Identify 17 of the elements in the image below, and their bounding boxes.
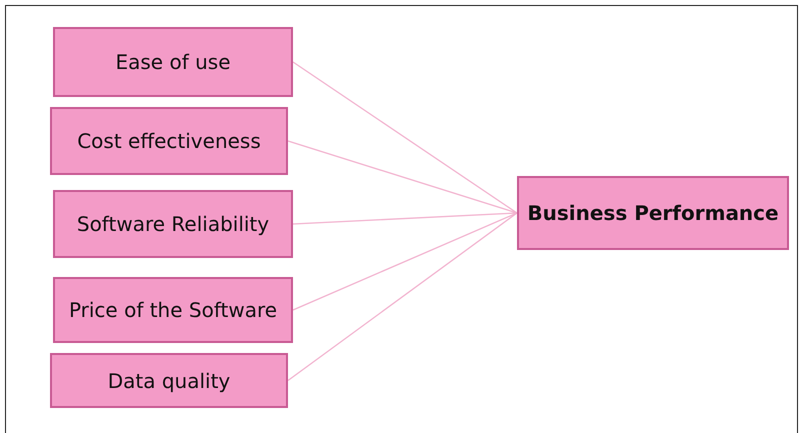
box-label: Ease of use	[115, 49, 230, 75]
connector-line	[292, 212, 518, 225]
process-box	[53, 190, 293, 258]
process-box	[50, 353, 288, 408]
connector-line	[288, 140, 518, 214]
process-box	[53, 27, 293, 97]
process-box	[50, 107, 288, 175]
process-box	[53, 277, 293, 343]
box-label: Price of the Software	[68, 297, 278, 323]
connector-line	[292, 61, 518, 214]
box-label: Business Performance	[527, 200, 779, 226]
connector-line	[288, 212, 518, 382]
box-label: Data quality	[108, 368, 230, 394]
box-label: Software Reliability	[76, 211, 270, 237]
connector-line	[292, 212, 518, 311]
box-label: Cost effectiveness	[77, 128, 261, 154]
process-box	[517, 176, 789, 250]
